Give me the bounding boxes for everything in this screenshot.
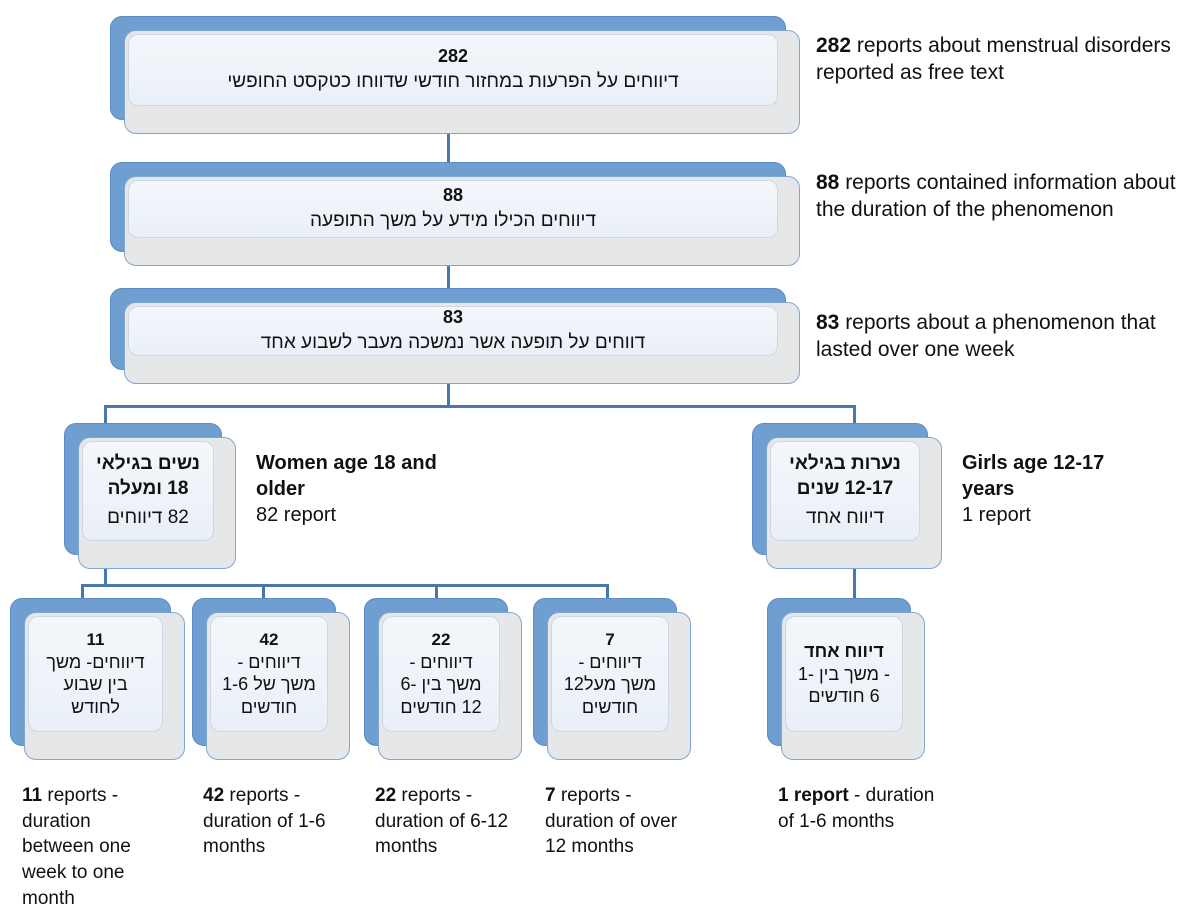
connector-girls-to-leaf — [853, 566, 856, 602]
caption-women-1week-1month: 11 reports - duration between one week t… — [22, 783, 162, 911]
connector-women-to-leaves — [104, 566, 107, 587]
connector-leaf-drop-3 — [435, 584, 438, 602]
annotation-group-girls: Girls age 12-17 years 1 report — [962, 450, 1162, 528]
annotation-group-women-heading: Women age 18 and older — [256, 452, 437, 500]
caption-bold: 7 — [545, 785, 556, 806]
caption-bold: 22 — [375, 785, 397, 806]
annotation-total-reports: 282 reports about menstrual disorders re… — [816, 33, 1188, 87]
annotation-week-bold: 83 — [816, 311, 840, 334]
annotation-over-one-week: 83 reports about a phenomenon that laste… — [816, 310, 1194, 364]
leaf-hebrew-bold: דיווח אחד — [804, 641, 884, 662]
group-hebrew-sub: 82 דיווחים — [107, 506, 189, 528]
annotation-week-rest: reports about a phenomenon that lasted o… — [816, 311, 1156, 361]
caption-rest: reports - duration of 1-6 months — [203, 785, 326, 858]
node-hebrew-text: דווחים על תופעה אשר נמשכה מעבר לשבוע אחד — [260, 332, 646, 354]
connector-leaf-drop-4 — [606, 584, 609, 602]
node-number: 88 — [442, 184, 464, 205]
caption-bold: 42 — [203, 785, 225, 806]
annotation-total-rest: reports about menstrual disorders report… — [816, 34, 1171, 84]
leaf-hebrew-text: דיווחים - משך בין 6-12 חודשים — [400, 651, 482, 717]
node-face: 88 דיווחים הכילו מידע על משך התופעה — [128, 180, 778, 238]
leaf-number: 42 — [259, 629, 279, 649]
caption-bold: 11 — [22, 785, 43, 806]
node-face: 42 דיווחים - משך של 1-6 חודשים — [210, 616, 328, 732]
caption-women-1-6-months: 42 reports - duration of 1-6 months — [203, 783, 343, 860]
connector-split-to-girls — [853, 405, 856, 427]
group-hebrew-title: נשים בגילאי 18 ומעלה — [96, 453, 200, 500]
connector-week-to-split — [447, 382, 450, 407]
node-duration-info[interactable]: 88 דיווחים הכילו מידע על משך התופעה — [110, 162, 800, 266]
connector-leaf-drop-1 — [81, 584, 84, 602]
node-face: נערות בגילאי 12-17 שנים דיווח אחד — [770, 441, 920, 541]
leaf-hebrew-text: דיווחים- משך בין שבוע לחודש — [46, 651, 145, 717]
annotation-group-girls-sub: 1 report — [962, 504, 1031, 526]
node-face: 7 דיווחים - משך מעל12 חודשים — [551, 616, 669, 732]
node-total-reports[interactable]: 282 דיווחים על הפרעות במחזור חודשי שדווח… — [110, 16, 800, 134]
node-leaf-women-6-12-months[interactable]: 22 דיווחים - משך בין 6-12 חודשים — [364, 598, 522, 760]
node-hebrew-text: דיווחים על הפרעות במחזור חודשי שדווחו כט… — [227, 71, 679, 93]
caption-rest: - duration of 1-6 months — [778, 785, 935, 832]
node-face: 83 דווחים על תופעה אשר נמשכה מעבר לשבוע … — [128, 306, 778, 356]
caption-rest: reports - duration of 6-12 months — [375, 785, 509, 858]
node-number: 282 — [437, 45, 469, 66]
caption-girls-1-6-months: 1 report - duration of 1-6 months — [778, 783, 948, 834]
node-face: נשים בגילאי 18 ומעלה 82 דיווחים — [82, 441, 214, 541]
node-leaf-women-1-6-months[interactable]: 42 דיווחים - משך של 1-6 חודשים — [192, 598, 350, 760]
node-number: 83 — [442, 306, 464, 327]
connector-split-to-women — [104, 405, 107, 427]
caption-women-6-12-months: 22 reports - duration of 6-12 months — [375, 783, 515, 860]
leaf-hebrew-text: דיווחים - משך מעל12 חודשים — [563, 651, 657, 717]
group-hebrew-title: נערות בגילאי 12-17 שנים — [789, 453, 901, 500]
annotation-duration-bold: 88 — [816, 171, 840, 194]
leaf-hebrew-text: - משך בין 1-6 חודשים — [797, 663, 891, 707]
node-face: 282 דיווחים על הפרעות במחזור חודשי שדווח… — [128, 34, 778, 106]
caption-bold: 1 report — [778, 785, 849, 806]
leaf-hebrew-text: דיווחים - משך של 1-6 חודשים — [222, 651, 316, 717]
connector-age-split-horizontal — [104, 405, 856, 408]
annotation-duration-info: 88 reports contained information about t… — [816, 170, 1194, 224]
leaf-number: 22 — [431, 629, 451, 649]
node-group-women-18-plus[interactable]: נשים בגילאי 18 ומעלה 82 דיווחים — [64, 423, 236, 569]
connector-duration-to-week — [447, 266, 450, 292]
node-leaf-girls-1-6-months[interactable]: דיווח אחד - משך בין 1-6 חודשים — [767, 598, 925, 760]
node-face: דיווח אחד - משך בין 1-6 חודשים — [785, 616, 903, 732]
node-leaf-women-over-12-months[interactable]: 7 דיווחים - משך מעל12 חודשים — [533, 598, 691, 760]
connector-total-to-duration — [447, 133, 450, 168]
leaf-number: 7 — [605, 629, 615, 649]
node-over-one-week[interactable]: 83 דווחים על תופעה אשר נמשכה מעבר לשבוע … — [110, 288, 800, 384]
annotation-total-bold: 282 — [816, 34, 852, 57]
annotation-group-girls-heading: Girls age 12-17 years — [962, 452, 1105, 500]
annotation-group-women: Women age 18 and older 82 report — [256, 450, 446, 528]
node-leaf-women-1week-1month[interactable]: 11 דיווחים- משך בין שבוע לחודש — [10, 598, 185, 760]
annotation-duration-rest: reports contained information about the … — [816, 171, 1176, 221]
connector-women-leaves-horizontal — [81, 584, 609, 587]
node-face: 11 דיווחים- משך בין שבוע לחודש — [28, 616, 163, 732]
leaf-number: 11 — [86, 629, 105, 649]
node-hebrew-text: דיווחים הכילו מידע על משך התופעה — [309, 210, 596, 232]
node-face: 22 דיווחים - משך בין 6-12 חודשים — [382, 616, 500, 732]
annotation-group-women-sub: 82 report — [256, 504, 337, 526]
caption-women-over-12-months: 7 reports - duration of over 12 months — [545, 783, 685, 860]
caption-rest: reports - duration of over 12 months — [545, 785, 678, 858]
caption-rest: reports - duration between one week to o… — [22, 785, 131, 909]
connector-leaf-drop-2 — [262, 584, 265, 602]
node-group-girls-12-17[interactable]: נערות בגילאי 12-17 שנים דיווח אחד — [752, 423, 942, 569]
group-hebrew-sub: דיווח אחד — [805, 506, 885, 528]
